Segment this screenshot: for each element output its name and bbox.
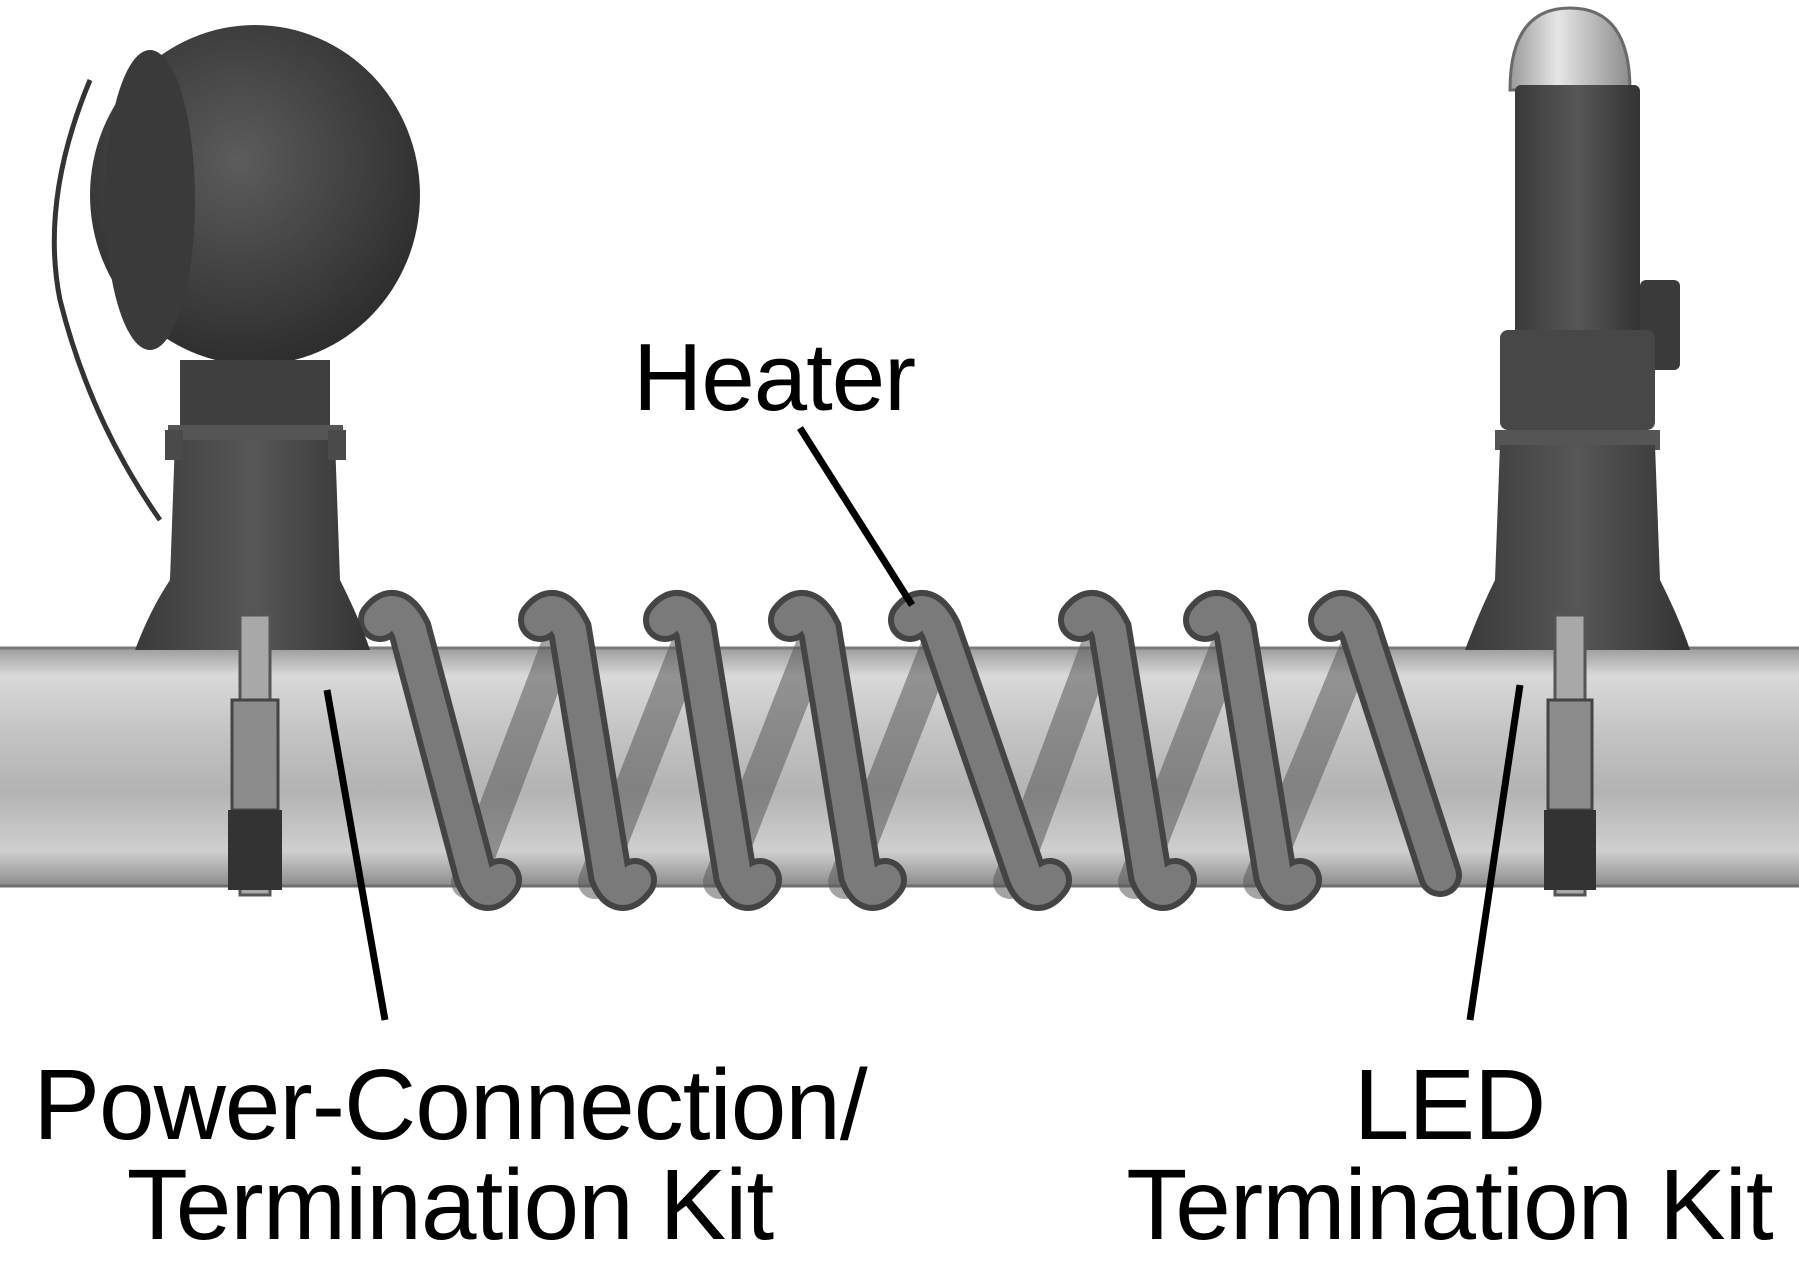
power-kit-leader-line bbox=[323, 689, 389, 1021]
led-kit-label-line2: Termination Kit bbox=[1126, 1149, 1773, 1261]
cap-tether bbox=[51, 79, 163, 522]
heater-leader-line bbox=[797, 426, 915, 607]
power-connection-kit-label: Power-Connection/ Termination Kit bbox=[0, 1055, 900, 1255]
led-termination-kit-label: LED Termination Kit bbox=[1100, 1055, 1799, 1255]
power-kit-neck bbox=[180, 360, 330, 430]
power-connection-kit bbox=[51, 25, 420, 897]
power-kit-body bbox=[135, 440, 370, 650]
led-kit-tube bbox=[1515, 85, 1640, 335]
led-dome bbox=[1508, 6, 1632, 92]
led-kit-body bbox=[1465, 445, 1690, 650]
heater-cable bbox=[358, 590, 1462, 911]
power-kit-label-line2: Termination Kit bbox=[126, 1149, 774, 1261]
power-kit-label-line1: Power-Connection/ bbox=[33, 1049, 867, 1161]
led-kit-leader-line bbox=[1466, 684, 1524, 1021]
led-termination-kit bbox=[1465, 6, 1690, 897]
led-kit-label-line1: LED bbox=[1353, 1049, 1547, 1161]
heater-label: Heater bbox=[633, 324, 916, 431]
